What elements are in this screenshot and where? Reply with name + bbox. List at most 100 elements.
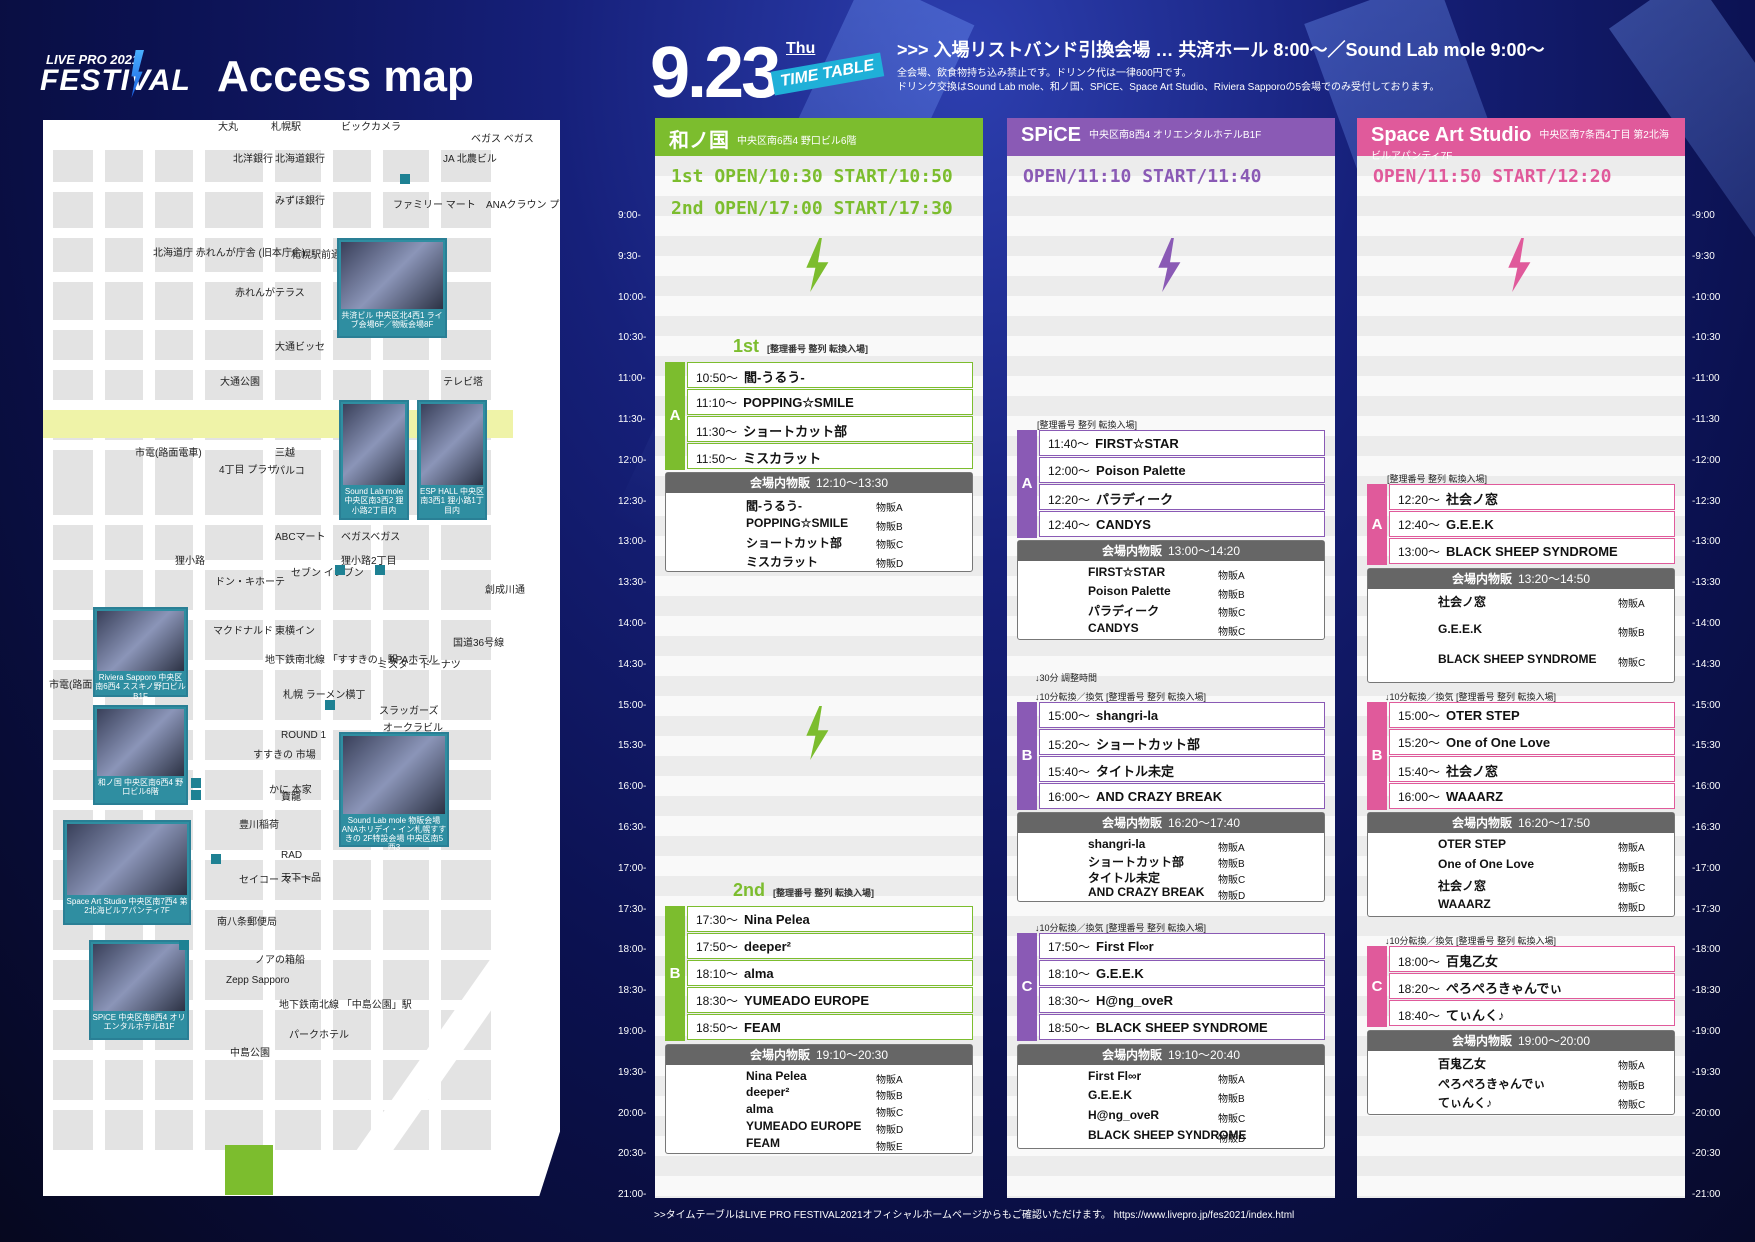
block-label: C — [1017, 932, 1037, 1041]
time-tick-right: -17:00 — [1692, 862, 1721, 874]
city-block — [53, 730, 93, 760]
city-block — [441, 330, 491, 360]
venue-open-time-1: OPEN/11:50 START/12:20 — [1373, 166, 1612, 187]
performance-slot: 16:00〜WAAARZ — [1389, 782, 1675, 809]
map-label: 南八条郵便局 — [217, 917, 277, 928]
merch-booth: 物販C — [1618, 882, 1646, 894]
map-label: 北洋銀行 — [233, 154, 273, 165]
city-block — [275, 150, 321, 182]
city-block — [275, 330, 321, 360]
merch-booth: 物販C — [1218, 1114, 1246, 1126]
time-tick-left: 13:00- — [618, 536, 647, 548]
venue-name: Space Art Studio — [1371, 124, 1532, 146]
block-note: ↓10分転換／換気 [整理番号 整列 転換入場] — [1035, 691, 1207, 702]
performance-slot: 18:30〜YUMEADO EUROPE — [687, 986, 973, 1013]
city-block — [105, 1060, 143, 1100]
venue-photo-image — [93, 944, 185, 1012]
venue-photo-caption: 和ノ国 中央区南6西4 野口ビル6階 — [97, 778, 184, 797]
slot-time: 12:20〜 — [1398, 493, 1441, 507]
slot-time: 17:50〜 — [1048, 939, 1091, 954]
city-block — [155, 1060, 193, 1100]
time-tick-right: -19:30 — [1692, 1066, 1721, 1078]
time-tick-right: -20:30 — [1692, 1148, 1721, 1160]
slot-artist: POPPING☆SMILE — [743, 394, 854, 410]
merch-booth: 物販B — [1618, 628, 1645, 640]
map-label: 天下一品 — [281, 873, 321, 884]
performance-slot: 16:00〜AND CRAZY BREAK — [1039, 782, 1325, 809]
merch-artist: BLACK SHEEP SYNDROME — [1088, 1127, 1247, 1142]
festival-logo: LIVE PRO 2021 FESTIVAL — [38, 50, 198, 98]
time-tick-left: 16:30- — [618, 822, 647, 833]
access-map-title: Access map — [217, 52, 474, 101]
time-tick-right: -10:30 — [1692, 332, 1721, 344]
venue-column-body — [655, 156, 983, 1198]
performance-slot: 11:50〜ミスカラット — [687, 442, 973, 469]
city-block — [205, 525, 263, 560]
merch-row: てぃんく♪物販C — [1438, 1094, 1645, 1111]
slot-artist: ショートカット部 — [743, 423, 848, 439]
venue-address: 中央区南6西4 野口ビル6階 — [737, 136, 857, 147]
city-block — [53, 282, 93, 320]
slot-artist: First Fl∞r — [1096, 938, 1154, 954]
city-block — [53, 1110, 93, 1150]
city-block — [53, 1060, 93, 1100]
performance-slot: 12:20〜パラディーク — [1039, 483, 1325, 510]
merch-booth: 物販B — [876, 1091, 903, 1103]
venue-photo-image — [341, 242, 443, 310]
slot-time: 15:40〜 — [1398, 764, 1441, 779]
block-label: C — [1367, 946, 1387, 1028]
slot-time: 18:10〜 — [1048, 966, 1091, 981]
map-label: 市電(路面電車) — [135, 448, 202, 459]
merch-booth: 物販A — [1218, 571, 1245, 583]
time-tick-left: 12:30- — [618, 495, 647, 507]
map-label: テレビ塔 — [443, 377, 483, 388]
time-tick-right: -17:30 — [1692, 903, 1721, 915]
venue-photo: Sound Lab mole 中央区南3西2 狸小路2丁目内 — [339, 400, 409, 520]
time-tick-right: -12:00 — [1692, 454, 1721, 466]
slot-time: 11:50〜 — [696, 451, 738, 466]
city-block — [205, 150, 263, 182]
city-block — [155, 570, 193, 610]
merch-artist: パラディーク — [1088, 604, 1160, 619]
performance-slot: 18:20〜ぺろぺろきゃんでぃ — [1389, 973, 1675, 1000]
map-label: JA 北農ビル — [443, 154, 497, 165]
slot-time: 12:40〜 — [1048, 517, 1091, 532]
merch-booth: 物販D — [876, 558, 904, 570]
merch-booth: 物販A — [1618, 843, 1645, 855]
city-block — [383, 860, 429, 900]
city-block — [205, 1010, 263, 1050]
city-block — [53, 1010, 93, 1050]
map-label: セイコー マート — [239, 875, 312, 886]
merch-booth: 物販C — [1618, 657, 1646, 669]
map-label: ABCマート — [275, 532, 326, 543]
performance-slot: 13:00〜BLACK SHEEP SYNDROME — [1389, 538, 1675, 564]
city-block — [105, 570, 143, 610]
map-label: APAホテル — [389, 655, 439, 666]
merch-artist: CANDYS — [1088, 620, 1139, 635]
time-tick-left: 9:00- — [618, 210, 641, 221]
merch-booth: 物販A — [876, 503, 903, 515]
city-block — [205, 960, 263, 1000]
slot-artist: タイトル未定 — [1096, 763, 1175, 779]
slot-artist: G.E.E.K — [1446, 517, 1494, 532]
city-block — [205, 238, 263, 272]
merch-row: タイトル未定物販C — [1088, 869, 1245, 886]
slot-time: 18:20〜 — [1398, 982, 1441, 997]
time-tick-left: 11:00- — [618, 373, 646, 385]
performance-slot: 12:40〜CANDYS — [1039, 510, 1325, 537]
city-block — [383, 525, 429, 560]
merch-time: 13:00〜14:20 — [1167, 544, 1241, 559]
city-block — [205, 770, 263, 800]
city-block — [105, 150, 143, 182]
city-block — [105, 330, 143, 360]
block-sublabel: [整理番号 整列 転換入場] — [1037, 419, 1138, 430]
slot-time: 17:50〜 — [696, 939, 739, 954]
